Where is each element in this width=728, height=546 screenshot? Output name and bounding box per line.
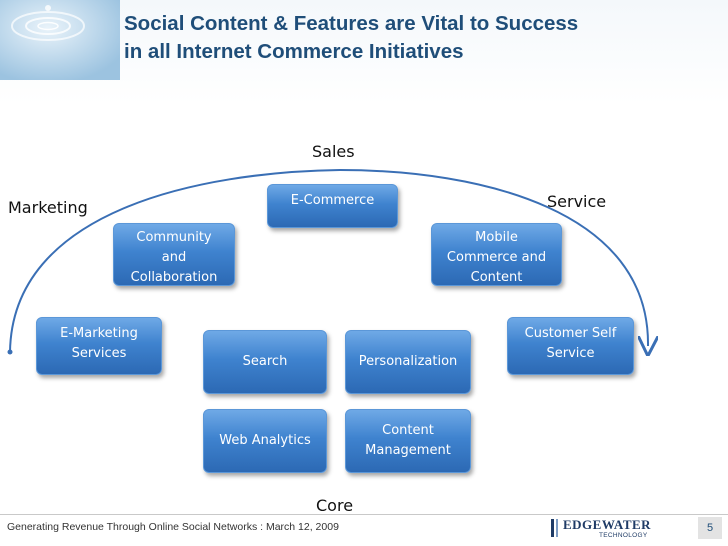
box-line: Services (71, 346, 127, 361)
label-sales: Sales (312, 142, 355, 161)
box-customer-self-service: Customer Self Service (507, 317, 634, 375)
box-line: Personalization (358, 354, 458, 369)
logo-wordmark: EDGEWATER (563, 517, 652, 532)
label-marketing: Marketing (8, 198, 88, 217)
box-line: and (161, 250, 187, 265)
title-line-1: Social Content & Features are Vital to S… (124, 12, 579, 35)
label-service: Service (547, 192, 607, 211)
box-line: E-Marketing (60, 326, 138, 341)
box-line: Community (136, 230, 212, 245)
box-emarketing-services: E-Marketing Services (36, 317, 162, 375)
box-line: Service (546, 346, 595, 361)
label-core: Core (316, 496, 354, 515)
box-line: Web Analytics (219, 433, 311, 448)
logo-mark-icon (551, 519, 558, 537)
box-content-management: Content Management (345, 409, 471, 473)
box-line: Commerce and (446, 250, 547, 265)
box-line: Content (382, 423, 434, 438)
box-line: Search (242, 354, 288, 369)
box-line: Customer Self (524, 326, 617, 341)
title-line-2: in all Internet Commerce Initiatives (124, 40, 464, 63)
box-personalization: Personalization (345, 330, 471, 394)
box-line: E-Commerce (290, 193, 375, 208)
box-line: Content (470, 270, 523, 285)
box-line: Management (365, 443, 451, 458)
box-community: Community and Collaboration (113, 223, 235, 286)
edgewater-logo: EDGEWATER TECHNOLOGY (551, 517, 683, 541)
slide-title: Social Content & Features are Vital to S… (124, 10, 724, 66)
box-line: Collaboration (130, 270, 218, 285)
page-number: 5 (698, 517, 722, 539)
box-search: Search (203, 330, 327, 394)
water-ripple-logo (0, 0, 120, 80)
box-line: Mobile (475, 230, 518, 245)
arc-path (9, 168, 648, 352)
footer-text: Generating Revenue Through Online Social… (7, 521, 339, 533)
logo-subtitle: TECHNOLOGY (599, 532, 648, 539)
box-web-analytics: Web Analytics (203, 409, 327, 473)
box-ecommerce: E-Commerce (267, 184, 398, 228)
footer-divider (0, 514, 728, 515)
arc-start-dot (7, 349, 13, 355)
header-background (0, 0, 728, 104)
box-mobile-commerce: Mobile Commerce and Content (431, 223, 562, 286)
